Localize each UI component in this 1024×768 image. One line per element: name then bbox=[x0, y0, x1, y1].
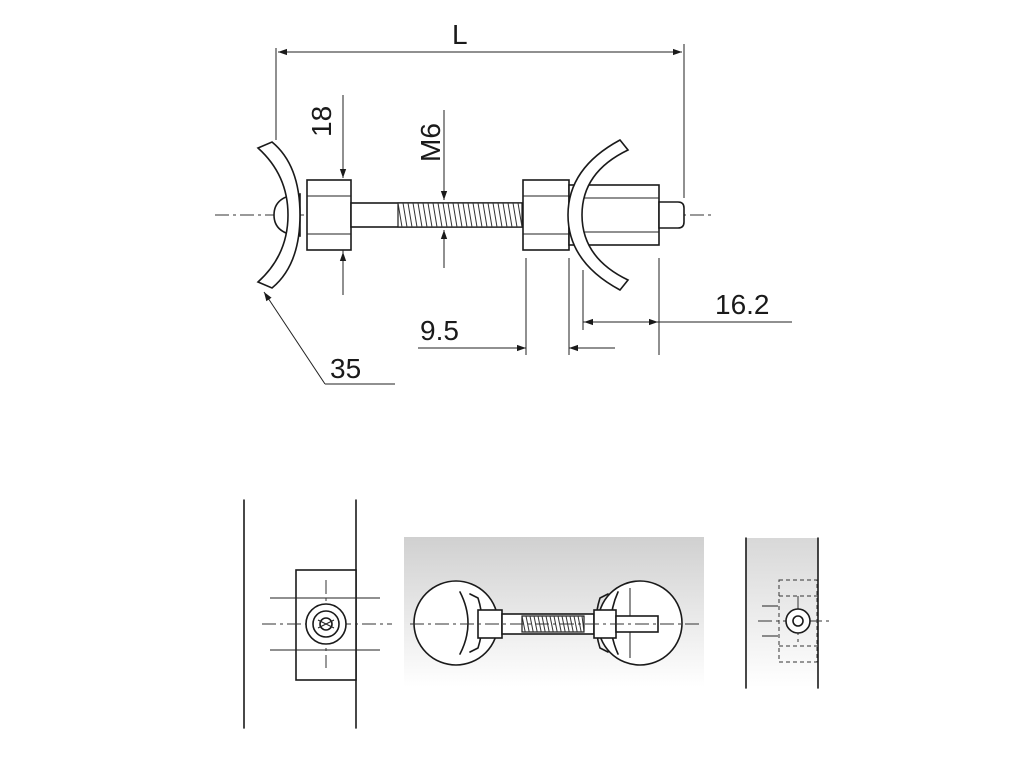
top-view-panel bbox=[404, 537, 704, 687]
dim-label-16-2: 16.2 bbox=[715, 289, 770, 320]
end-view-panel bbox=[243, 499, 392, 729]
left-cup-wing bbox=[256, 141, 301, 289]
left-nut bbox=[306, 179, 352, 251]
dim-label-L: L bbox=[452, 19, 468, 50]
dim-label-35: 35 bbox=[330, 353, 361, 384]
dim-label-18: 18 bbox=[306, 106, 337, 137]
end-pin bbox=[658, 201, 685, 229]
side-view: L 18 M6 9.5 16.2 35 bbox=[215, 19, 792, 385]
right-cup-wing bbox=[567, 138, 630, 292]
edge-view-panel bbox=[745, 537, 830, 689]
right-nut bbox=[522, 179, 570, 251]
thread-section bbox=[397, 202, 523, 228]
dim-label-M6: M6 bbox=[415, 123, 446, 162]
dim-label-9-5: 9.5 bbox=[420, 315, 459, 346]
